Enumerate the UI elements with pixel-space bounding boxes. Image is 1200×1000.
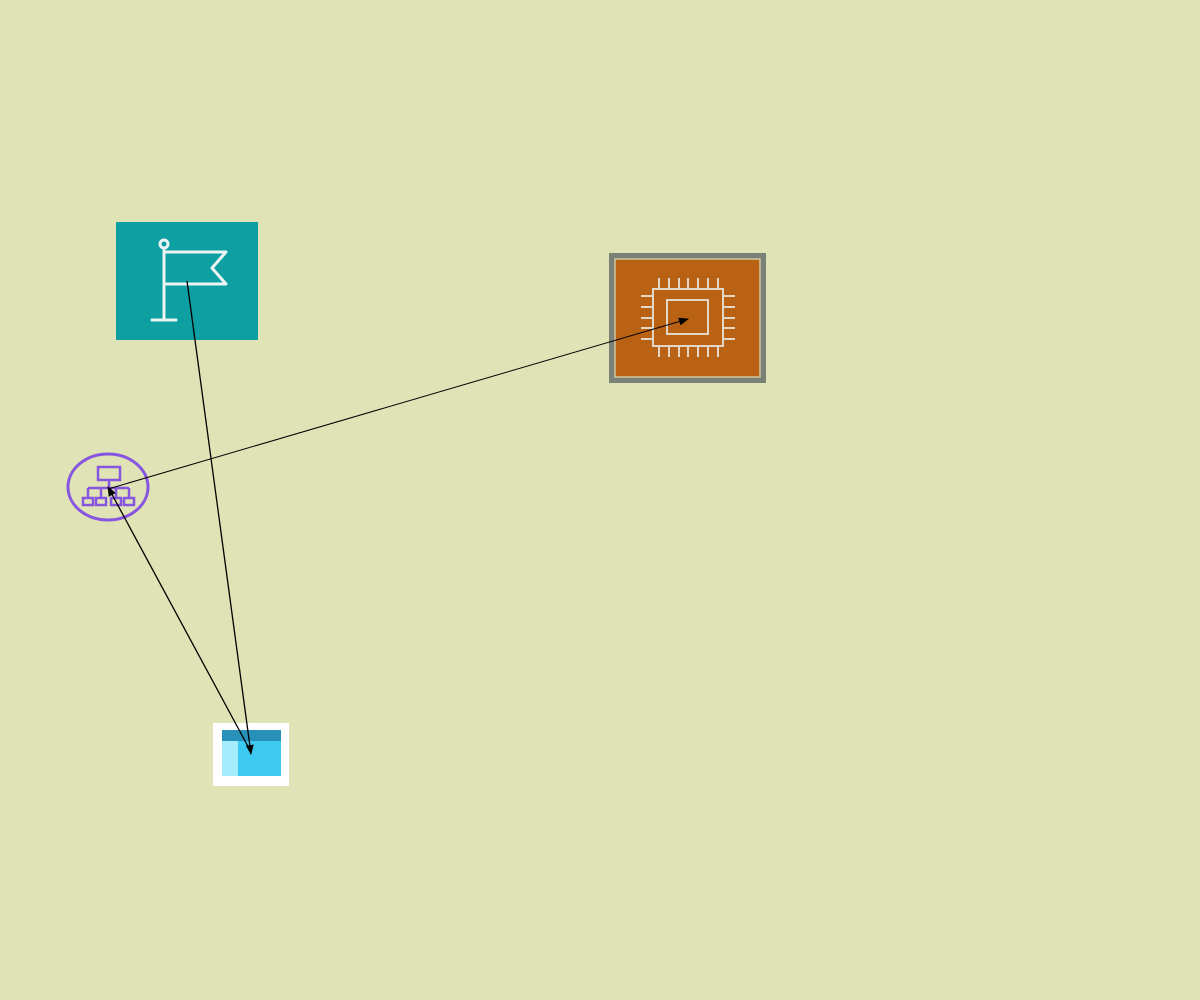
edge-group bbox=[107, 280, 689, 755]
flag-icon bbox=[150, 238, 228, 322]
cpu-node[interactable] bbox=[609, 253, 766, 383]
network-node-ring bbox=[66, 452, 150, 522]
edge-flag-to-window[interactable] bbox=[186, 280, 254, 755]
edge-window-to-network[interactable] bbox=[107, 486, 252, 753]
window-node[interactable] bbox=[213, 723, 289, 786]
cpu-node-tile bbox=[614, 258, 761, 378]
processor-chip-icon bbox=[641, 278, 735, 357]
edge-network-to-cpu[interactable] bbox=[107, 317, 689, 490]
